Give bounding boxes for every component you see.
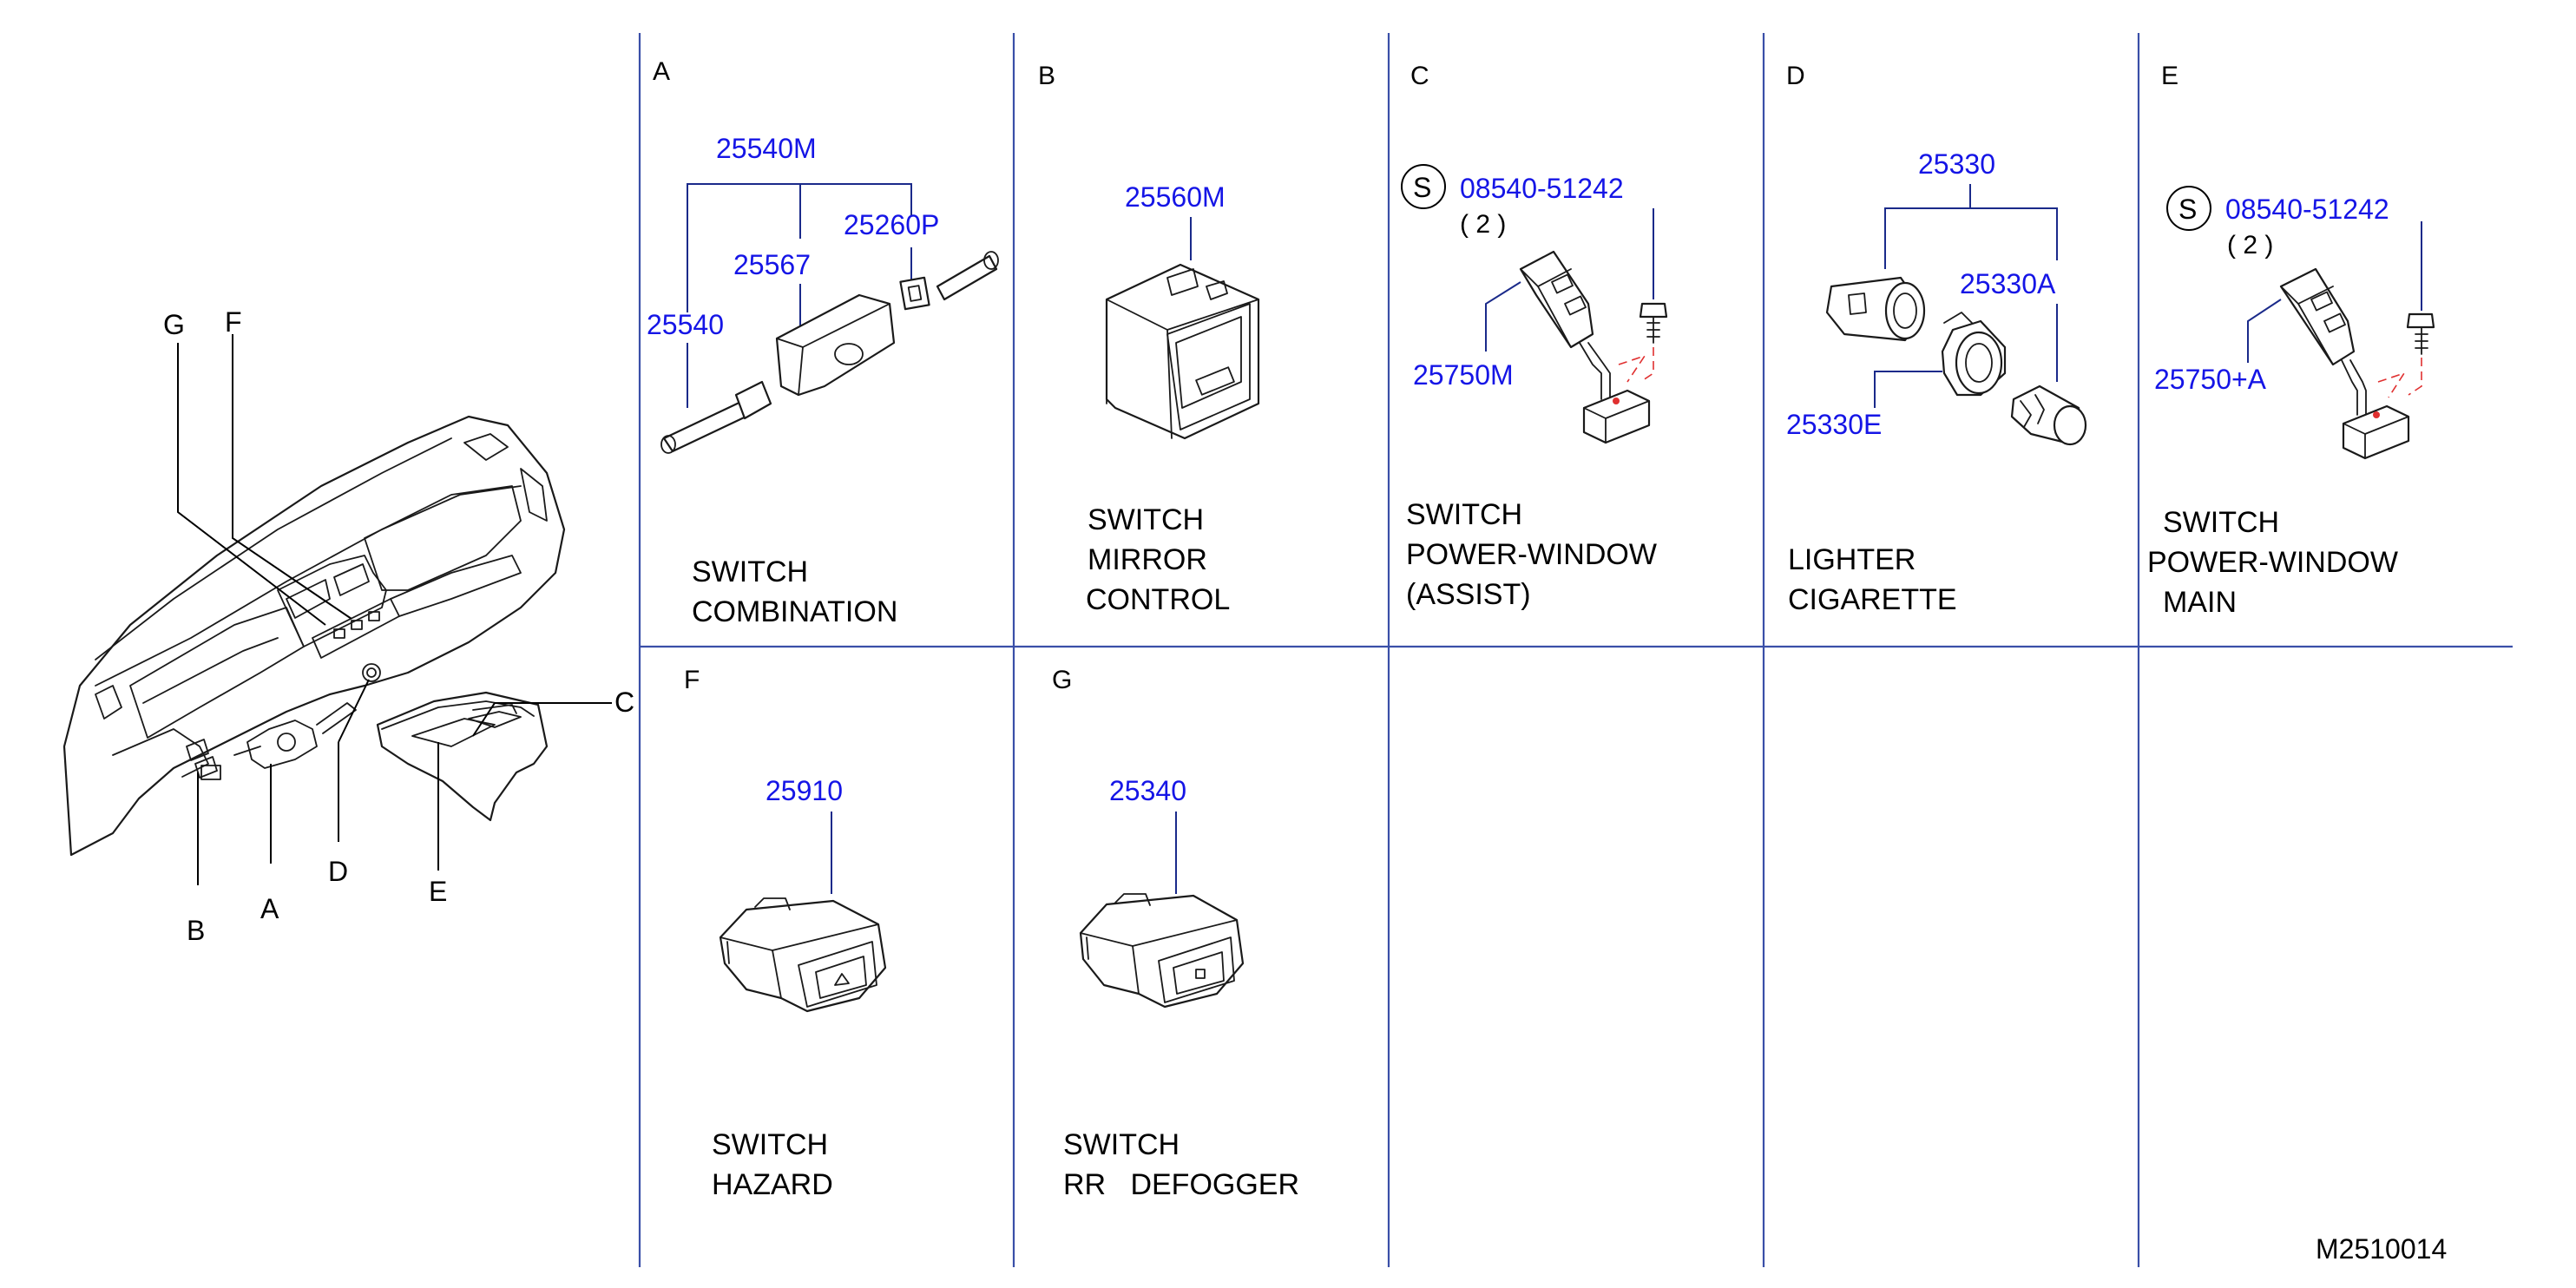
cell-g-title-line2: RR DEFOGGER — [1063, 1168, 1299, 1201]
cell-e-power-window-main: E S 08540-51242 ( 2 ) 25750+A SWITCH POW… — [2147, 62, 2435, 619]
grid-lines — [638, 33, 2513, 1267]
part-number-25540: 25540 — [647, 309, 724, 340]
callout-f: F — [225, 306, 242, 338]
cell-c-title-line1: SWITCH — [1406, 498, 1522, 531]
cell-b-mirror-control-switch: B 25560M SWITCH MIRROR CONTROL — [1038, 62, 1260, 616]
callout-e: E — [429, 876, 447, 907]
part-number-25330: 25330 — [1918, 148, 1995, 180]
cell-a-combination-switch: A 25540M 25567 25260P 25540 SWITCH COMBI… — [647, 57, 999, 628]
cell-d-cigarette-lighter: D 25330 25330A 25330E LIGHTER CIGARETTE — [1786, 62, 2087, 616]
cell-e-title-line3: MAIN — [2163, 586, 2237, 619]
callout-d: D — [328, 856, 348, 887]
cell-f-title-line2: HAZARD — [712, 1168, 833, 1201]
figure-id: M2510014 — [2316, 1233, 2447, 1265]
cell-f-letter: F — [684, 666, 700, 694]
cell-b-title-line1: SWITCH — [1088, 503, 1204, 536]
cell-b-title-line2: MIRROR — [1088, 543, 1207, 576]
cell-a-title-line2: COMBINATION — [692, 595, 897, 628]
part-number-25330a: 25330A — [1960, 268, 2056, 299]
cell-d-title-line2: CIGARETTE — [1788, 583, 1957, 616]
overview-callouts: A B C D E F G — [163, 306, 634, 946]
part-number-08540-51242-e: 08540-51242 — [2225, 194, 2389, 225]
standard-part-symbol-e — [2166, 186, 2211, 231]
callout-b: B — [187, 915, 205, 946]
cell-g-letter: G — [1052, 666, 1072, 694]
cell-g-rr-defogger-switch: G 25340 SWITCH RR DEFOGGER — [1052, 666, 1299, 1201]
cell-a-letter: A — [653, 57, 670, 86]
cell-c-quantity: ( 2 ) — [1460, 210, 1506, 239]
cell-d-letter: D — [1786, 62, 1805, 90]
cell-b-letter: B — [1038, 62, 1055, 90]
part-number-08540-51242-c: 08540-51242 — [1460, 173, 1624, 204]
cell-e-title-line2: POWER-WINDOW — [2147, 546, 2398, 579]
part-number-25567: 25567 — [733, 249, 811, 280]
cell-e-std-symbol: S — [2178, 194, 2197, 225]
callout-a: A — [260, 893, 279, 924]
part-number-25260p: 25260P — [844, 209, 939, 240]
part-number-25560m: 25560M — [1125, 181, 1226, 213]
part-number-25340: 25340 — [1109, 775, 1186, 806]
cell-c-title-line2: POWER-WINDOW — [1406, 538, 1657, 571]
cell-c-letter: C — [1410, 62, 1429, 90]
cell-g-title-line1: SWITCH — [1063, 1128, 1180, 1161]
part-number-25330e: 25330E — [1786, 409, 1882, 440]
cell-b-title-line3: CONTROL — [1086, 583, 1230, 616]
cell-e-title-line1: SWITCH — [2163, 506, 2279, 539]
dashboard-overview: A B C D E F G — [62, 306, 634, 946]
cell-e-letter: E — [2161, 62, 2178, 90]
standard-part-symbol — [1401, 164, 1446, 209]
part-number-25910: 25910 — [766, 775, 843, 806]
cell-d-title-line1: LIGHTER — [1788, 543, 1916, 576]
part-number-25750-a: 25750+A — [2154, 364, 2267, 395]
part-number-25750m: 25750M — [1413, 359, 1514, 391]
cell-c-title-line3: (ASSIST) — [1406, 578, 1531, 611]
cell-f-title-line1: SWITCH — [712, 1128, 828, 1161]
cell-a-title-line1: SWITCH — [692, 555, 808, 588]
dashboard-illustration — [62, 415, 566, 857]
cell-c-std-symbol: S — [1413, 172, 1431, 203]
overview-leaders — [177, 334, 612, 885]
cell-f-hazard-switch: F 25910 SWITCH HAZARD — [684, 666, 887, 1201]
cell-e-quantity: ( 2 ) — [2227, 231, 2273, 260]
cell-c-power-window-assist: C S 08540-51242 ( 2 ) 25750M SWITCH POWE… — [1401, 62, 1668, 611]
callout-c: C — [614, 687, 634, 718]
callout-g: G — [163, 309, 185, 340]
part-number-25540m: 25540M — [716, 133, 817, 164]
